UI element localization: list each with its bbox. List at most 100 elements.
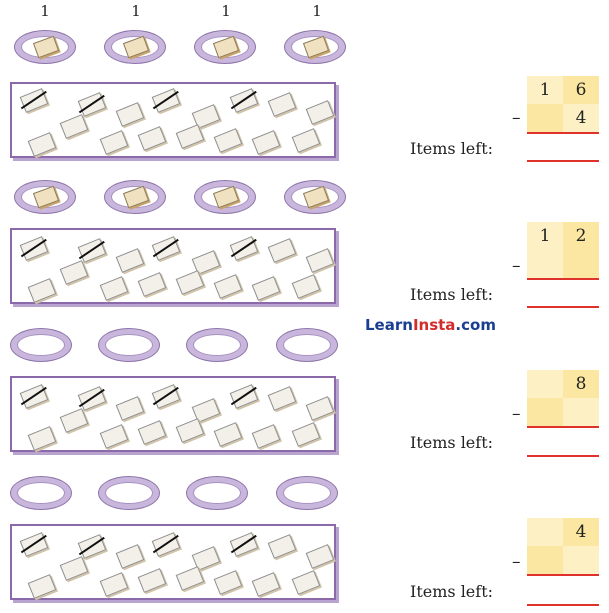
book-icon [137,126,167,151]
book-icon [151,532,181,557]
subtrahend-ones-box[interactable] [563,546,599,574]
tens-digit: 1 [527,76,563,104]
book-icon [137,272,167,297]
answer-line [527,278,599,280]
ones-digit: 2 [563,222,599,250]
book-icon [137,420,167,445]
book-icon [291,422,321,447]
plate [14,180,76,214]
book-icon [77,92,107,117]
book-icon [99,276,129,301]
items-left-answer-line[interactable] [527,455,599,457]
book-icon [267,238,297,263]
book-icon [32,185,60,209]
book-icon [59,556,89,581]
book-icon [115,544,145,569]
book-icon [212,35,240,59]
book-icon [27,574,57,599]
plate [186,328,248,362]
book-icon [229,384,259,409]
book-icon [213,422,243,447]
subtrahend-ones-box[interactable] [563,398,599,426]
book-icon [229,532,259,557]
book-icon [19,532,49,557]
subtrahend-tens-box[interactable] [527,104,563,132]
book-icon [305,248,335,273]
minus-sign: – [512,256,521,276]
plate-label-4: 1 [312,2,322,20]
book-icon [115,248,145,273]
book-icon [151,236,181,261]
plate-label-3: 1 [221,2,231,20]
book-icon [267,386,297,411]
book-icon [99,130,129,155]
book-icon [151,88,181,113]
items-left-answer-line[interactable] [527,604,599,606]
answer-line [527,426,599,428]
plate-label-2: 1 [131,2,141,20]
plate [98,476,160,510]
subtrahend-ones-box[interactable] [563,250,599,278]
plate [98,328,160,362]
plate [284,30,346,64]
plate [284,180,346,214]
book-icon [229,236,259,261]
book-box [10,376,336,452]
book-icon [302,35,330,59]
book-icon [251,572,281,597]
book-icon [251,276,281,301]
book-icon [27,426,57,451]
tens-digit [527,518,563,546]
plate [10,328,72,362]
items-left-answer-line[interactable] [527,160,599,162]
book-box [10,524,336,600]
book-icon [305,544,335,569]
book-icon [305,100,335,125]
book-icon [115,102,145,127]
minus-sign: – [512,552,521,572]
tens-digit [527,370,563,398]
subtrahend-tens-box[interactable] [527,398,563,426]
tens-digit: 1 [527,222,563,250]
book-icon [213,274,243,299]
book-icon [59,260,89,285]
items-left-label: Items left: [410,139,494,158]
plate [104,180,166,214]
book-icon [151,384,181,409]
book-icon [251,130,281,155]
book-icon [291,128,321,153]
book-icon [291,570,321,595]
subtrahend-tens-box[interactable] [527,250,563,278]
book-icon [77,238,107,263]
plate [14,30,76,64]
plate [194,30,256,64]
plate [276,476,338,510]
book-icon [99,572,129,597]
items-left-answer-line[interactable] [527,306,599,308]
answer-line [527,574,599,576]
book-box [10,82,336,158]
book-box [10,228,336,304]
book-icon [115,396,145,421]
items-left-label: Items left: [410,433,494,452]
book-icon [137,568,167,593]
book-icon [59,114,89,139]
items-left-label: Items left: [410,285,494,304]
subtrahend-ones: 4 [563,104,599,132]
book-icon [19,384,49,409]
answer-line [527,132,599,134]
plate [276,328,338,362]
plate [186,476,248,510]
book-icon [251,424,281,449]
plate [104,30,166,64]
book-icon [77,534,107,559]
plate-label-1: 1 [40,2,50,20]
book-icon [229,88,259,113]
book-icon [32,35,60,59]
minus-sign: – [512,108,521,128]
subtrahend-tens-box[interactable] [527,546,563,574]
book-icon [122,185,150,209]
plate [10,476,72,510]
book-icon [305,396,335,421]
book-icon [122,35,150,59]
